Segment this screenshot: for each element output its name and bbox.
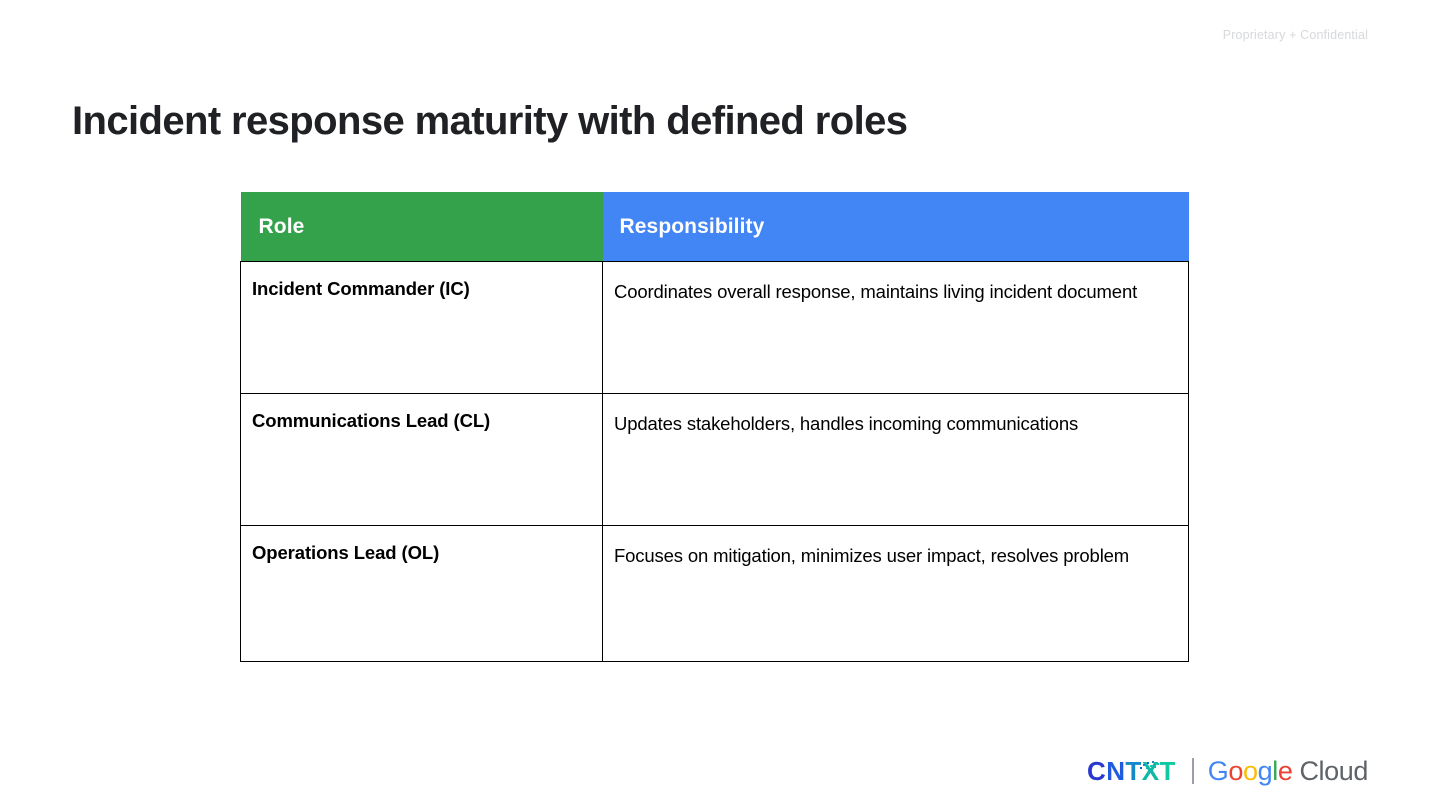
cell-responsibility: Focuses on mitigation, minimizes user im… [602,525,1189,662]
table-row: Operations Lead (OL) Focuses on mitigati… [240,525,1189,662]
table-header-row: Role Responsibility [240,192,1189,262]
cell-role: Operations Lead (OL) [240,525,603,662]
google-letter-e: e [1277,756,1293,786]
table-row: Incident Commander (IC) Coordinates over… [240,261,1189,394]
table-row: Communications Lead (CL) Updates stakeho… [240,393,1189,526]
cell-role: Incident Commander (IC) [240,261,603,394]
column-header-responsibility: Responsibility [602,192,1189,262]
roles-table-container: Role Responsibility Incident Commander (… [240,192,1189,662]
cntxt-letter-c: C [1087,756,1107,786]
confidential-label: Proprietary + Confidential [1222,28,1368,42]
google-letter-l: l [1272,756,1278,786]
cell-responsibility: Coordinates overall response, maintains … [602,261,1189,394]
google-letter-o1: o [1228,756,1243,786]
cell-role: Communications Lead (CL) [240,393,603,526]
cntxt-letter-t1: T [1125,756,1142,786]
cntxt-letter-t2: T [1159,756,1176,786]
cntxt-letter-n: N [1106,756,1126,786]
table-body: Incident Commander (IC) Coordinates over… [240,261,1189,662]
roles-table: Role Responsibility Incident Commander (… [240,192,1189,662]
logo-divider [1191,758,1194,784]
column-header-role: Role [240,192,603,262]
google-letter-g1: G [1207,756,1229,786]
cntxt-letter-x: X [1141,756,1160,786]
page-title: Incident response maturity with defined … [72,98,908,143]
table-header: Role Responsibility [240,192,1189,262]
cloud-wordmark: Cloud [1299,756,1368,786]
cell-responsibility: Updates stakeholders, handles incoming c… [602,393,1189,526]
google-letter-g2: g [1257,756,1273,786]
google-letter-o2: o [1242,756,1258,786]
sparkle-icon [1139,749,1161,769]
